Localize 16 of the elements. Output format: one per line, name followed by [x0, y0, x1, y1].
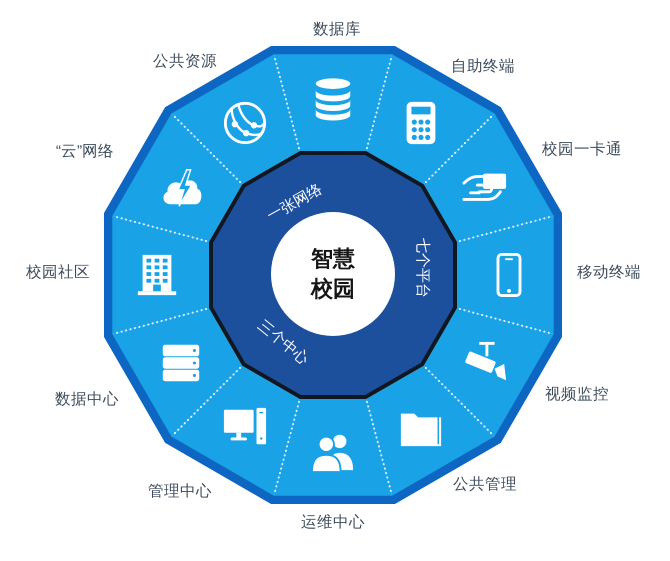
segment-label: 运维中心 — [301, 514, 365, 532]
segment-label: 公共资源 — [153, 52, 217, 72]
segment-label: 数据中心 — [55, 390, 119, 410]
segment-label: 移动终端 — [577, 264, 641, 282]
segment-label: 自助终端 — [451, 58, 515, 76]
segment-label: “云”网络 — [56, 142, 114, 162]
segment-label: 公共管理 — [453, 476, 517, 494]
segment-label: 校园一卡通 — [542, 140, 622, 160]
segment-label: 数据库 — [313, 20, 361, 40]
ring-label: 三个中心 — [254, 317, 312, 369]
segment-label: 校园社区 — [26, 264, 90, 282]
segment-label: 视频监控 — [545, 386, 609, 404]
segment-label: 管理中心 — [148, 482, 212, 502]
center-title: 智慧校园 — [309, 245, 356, 303]
ring-label: 一张网络 — [264, 180, 326, 226]
ring-label: 七个平台 — [413, 238, 431, 298]
